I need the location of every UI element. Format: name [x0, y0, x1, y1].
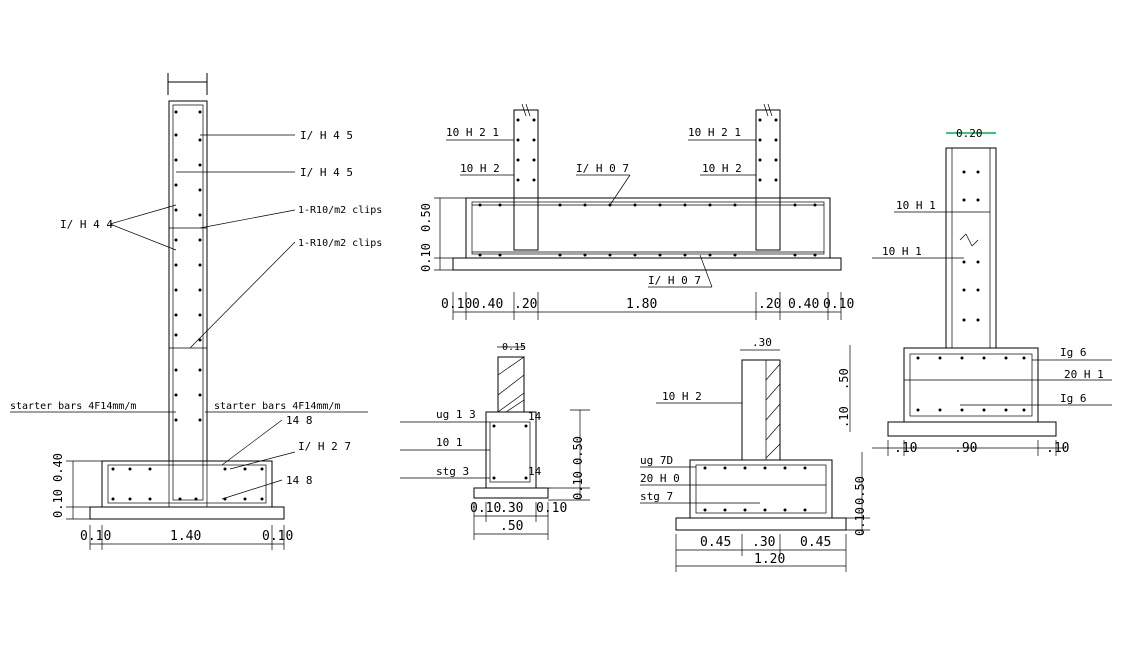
- label-bar-2: 20 H 0: [640, 472, 680, 485]
- dim4-b3: 0.45: [800, 535, 831, 550]
- footing-rebar-dots: [111, 467, 264, 501]
- label-bar-2: 10 H 1: [882, 245, 922, 258]
- drawing-2-combined-footing: 10 H 2 1 10 H 2 I/ H 0 7 10 H 2 1 10 H 2…: [419, 103, 854, 320]
- label-14-b: 14: [528, 465, 542, 478]
- dim3-v-top: 0.50: [571, 436, 585, 465]
- dim-d1: 0.10: [441, 297, 472, 312]
- dim4-b4: 1.20: [754, 552, 785, 567]
- dim-d5: .20: [758, 297, 781, 312]
- label-lg-2: Ig 6: [1060, 392, 1087, 405]
- dim-bottom-mid: 1.40: [170, 529, 201, 544]
- label-stg: stg 3: [436, 465, 469, 478]
- dim-d6: 0.40: [788, 297, 819, 312]
- column-rebar-dots: [516, 118, 778, 182]
- dim5-b3: .10: [1046, 441, 1069, 456]
- dim-v-top: 0.50: [419, 203, 433, 232]
- drawing-4-strip-footing: .30 10 H 2 ug 7D 20 H 0 stg 7 .50 .10: [640, 336, 870, 572]
- label-top-width: 0.15: [502, 342, 526, 353]
- label-starter-left: starter bars 4F14mm/m: [10, 401, 136, 412]
- dim3-v-bottom: 0.10: [571, 471, 585, 500]
- dim4-right-top-a: .50: [837, 368, 851, 390]
- dim-d3: .20: [514, 297, 537, 312]
- dim4-right-bot-a: 0.50: [853, 476, 867, 505]
- dim4-b1: 0.45: [700, 535, 731, 550]
- dim3-b3: 0.10: [536, 501, 567, 516]
- dim-vertical-bottom: 0.10: [51, 489, 65, 518]
- label-stg: stg 7: [640, 490, 673, 503]
- label-top-left-1: 10 H 2 1: [446, 126, 499, 139]
- label-lg-1: Ig 6: [1060, 346, 1087, 359]
- label-ug: ug 7D: [640, 454, 673, 467]
- dim3-b2: .30: [500, 501, 523, 516]
- label-bar-top-2: I/ H 4 5: [300, 166, 353, 179]
- dim-d4: 1.80: [626, 297, 657, 312]
- label-bar-1: 10 H 2: [662, 390, 702, 403]
- label-starter-right: starter bars 4F14mm/m: [214, 401, 340, 412]
- dim3-b4: .50: [500, 519, 523, 534]
- label-bar-top-1: I/ H 4 5: [300, 129, 353, 142]
- dim5-b2: .90: [954, 441, 977, 456]
- label-side-bars: I/ H 4 4: [60, 218, 113, 231]
- label-bottom: I/ H 0 7: [648, 274, 701, 287]
- footing-2-rebar: [472, 203, 824, 257]
- footing-5-rebar: [916, 356, 1026, 412]
- label-clips-1: 1-R10/m2 clips: [298, 205, 382, 216]
- dim5-b1: .10: [894, 441, 917, 456]
- dim4-b2: .30: [752, 535, 775, 550]
- dim-vertical-top: 0.40: [51, 453, 65, 482]
- label-sd: 10 1: [436, 436, 463, 449]
- label-bar-1: 10 H 1: [896, 199, 936, 212]
- footing-4-rebar: [703, 466, 807, 512]
- label-top-left-2: 10 H 2: [460, 162, 500, 175]
- dim-bottom-left: 0.10: [80, 529, 111, 544]
- label-bar-127: I/ H 2 7: [298, 440, 351, 453]
- dim-bottom-right: 0.10: [262, 529, 293, 544]
- label-top-right-1: 10 H 2 1: [688, 126, 741, 139]
- dim4-right-bot-b: 0.10: [853, 507, 867, 536]
- drawing-3-column-footing: 0.15 ug 1 3 14 10 1 stg 3 14 0.50 0.10 0…: [400, 342, 590, 540]
- dim-d2: 0.40: [472, 297, 503, 312]
- label-ug: ug 1 3: [436, 408, 476, 421]
- column-5-rebar-dots: [962, 170, 980, 322]
- label-mid: I/ H 0 7: [576, 162, 629, 175]
- drawing-1-wall-section: I/ H 4 5 I/ H 4 5 I/ H 4 4 1-R10/m2 clip…: [10, 73, 382, 550]
- dim-d7: 0.10: [823, 297, 854, 312]
- label-bar-3: 20 H 1: [1064, 368, 1104, 381]
- label-14-a: 14: [528, 410, 542, 423]
- label-top-020: 0.20: [956, 127, 983, 140]
- label-top-right-2: 10 H 2: [702, 162, 742, 175]
- label-bar-148-b: 14 8: [286, 474, 313, 487]
- label-top-30: .30: [752, 336, 772, 349]
- label-clips-2: 1-R10/m2 clips: [298, 238, 382, 249]
- stem-rebar-dots: [174, 110, 202, 422]
- dim4-right-top-b: .10: [837, 406, 851, 428]
- dim3-b1: 0.10: [470, 501, 501, 516]
- drawing-5-pad-footing: 0.20 10 H 1 10 H 1 Ig 6: [872, 127, 1112, 456]
- dim-v-bottom: 0.10: [419, 243, 433, 272]
- label-bar-148-a: 14 8: [286, 414, 313, 427]
